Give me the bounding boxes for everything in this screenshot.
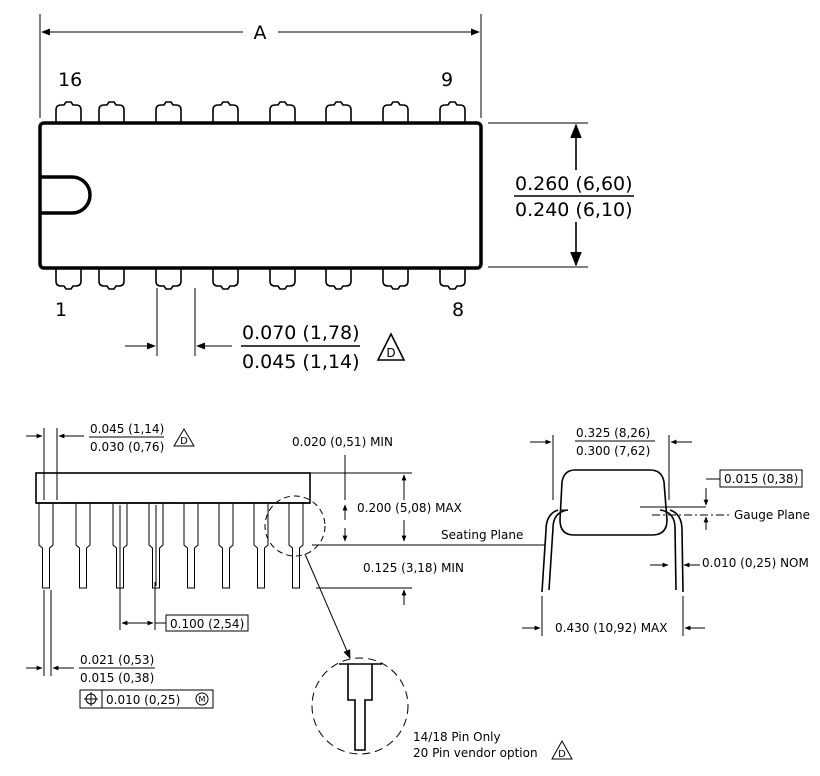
detail-lead [347,664,373,751]
top-pin [382,101,409,123]
top-pin [439,101,466,123]
detail-note-d-label: D [558,749,566,760]
seating-plane-label: Seating Plane [441,528,523,542]
gauge-dim-box [719,469,803,488]
end-lead-left [541,509,569,593]
leadw-min-label: 0.045 (1,14) [242,351,360,373]
lead-thickness-label: 0.010 (0,25) NOM [702,556,809,570]
detail-leader [304,553,351,659]
top-pin [155,101,182,123]
pin-9-label: 9 [441,69,453,91]
bottom-pin [98,268,125,290]
note-d-label: D [386,346,395,360]
endlead-max-label: 0.045 (1,14) [90,422,164,436]
pin1-notch [40,175,92,215]
span-label: 0.430 (10,92) MAX [555,621,667,635]
leadth-min-label: 0.015 (0,38) [80,671,154,685]
bottom-pin [382,268,409,290]
side-lead [75,503,91,589]
package-body-top [38,121,483,270]
side-lead [38,503,54,589]
pin-1-label: 1 [55,299,67,321]
detail-callout-circle [264,495,326,557]
side-lead [183,503,199,589]
detail-note-line1: 14/18 Pin Only [413,730,501,744]
lead-length-label: 0.125 (3,18) MIN [363,561,464,575]
height-label: 0.200 (5,08) MAX [357,501,462,515]
side-lead [253,503,269,589]
top-view: A 16 9 1 8 0.260 (6,60) 0.240 (6,10) 0.0… [38,14,634,373]
gauge-dim-label: 0.015 (0,38) [724,472,798,486]
side-note-d-label: D [180,436,188,447]
bottom-pin [212,268,239,290]
end-view: 0.325 (8,26) 0.300 (7,62) 0.015 (0,38) G… [522,426,810,636]
bottom-pin [439,268,466,290]
leadw-max-label: 0.070 (1,78) [242,322,360,344]
detail-circle [311,657,409,755]
bottom-pin [155,268,182,290]
top-pin [269,101,296,123]
bottom-pin-row [55,268,466,290]
detail-note-d-triangle [551,739,573,760]
bottom-pin [325,268,352,290]
bottom-pin [269,268,296,290]
note-d-triangle [376,332,406,361]
standoff-label: 0.020 (0,51) MIN [292,435,393,449]
pitch-box [165,614,249,632]
side-view: 0.045 (1,14) 0.030 (0,76) D 0.200 (5,08)… [26,422,545,709]
position-tolerance-frame [79,689,214,709]
top-pin [212,101,239,123]
dim-a-label: A [254,22,267,44]
side-lead [218,503,234,589]
leadth-max-label: 0.021 (0,53) [80,653,154,667]
detail-view: 14/18 Pin Only 20 Pin vendor option D [311,657,573,760]
end-view-body [559,469,668,536]
bottom-pin [55,268,82,290]
top-pin [98,101,125,123]
top-pin [325,101,352,123]
top-pin [55,101,82,123]
gauge-plane-label: Gauge Plane [734,508,810,522]
side-note-d-triangle [173,428,195,447]
side-lead [288,503,304,589]
width-max-label: 0.260 (6,60) [515,173,633,195]
pitch-label: 0.100 (2,54) [170,617,244,631]
pin-8-label: 8 [452,299,464,321]
row-max-label: 0.325 (8,26) [576,426,650,440]
package-body-side [35,472,311,504]
detail-note-line2: 20 Pin vendor option [413,746,538,760]
endlead-min-label: 0.030 (0,76) [90,440,164,454]
width-min-label: 0.240 (6,10) [515,199,633,221]
mmc-label: M [199,695,206,704]
pin-16-label: 16 [58,69,82,91]
side-lead [148,503,164,589]
side-lead-row [38,503,304,589]
row-min-label: 0.300 (7,62) [576,444,650,458]
mmc-symbol-icon [195,692,209,706]
position-tol-label: 0.010 (0,25) [106,693,180,707]
top-pin-row [55,101,466,123]
end-lead-right [659,509,684,593]
